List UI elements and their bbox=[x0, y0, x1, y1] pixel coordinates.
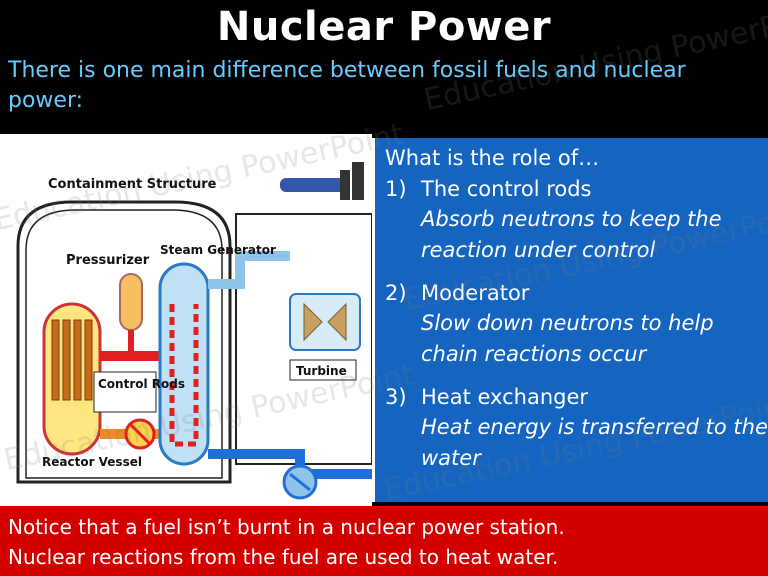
reactor-diagram: Containment Structure Pressurizer Steam … bbox=[0, 134, 372, 512]
turbine bbox=[289, 293, 361, 351]
item-term: Moderator bbox=[421, 281, 530, 305]
label-reactor-vessel: Reactor Vessel bbox=[42, 455, 142, 469]
footer-banner: Notice that a fuel isn’t burnt in a nucl… bbox=[0, 506, 768, 576]
item-number: 2) bbox=[385, 281, 407, 305]
slide-header: Nuclear Power There is one main differen… bbox=[0, 0, 768, 134]
label-pressurizer: Pressurizer bbox=[66, 253, 150, 268]
steam-generator bbox=[158, 262, 210, 466]
label-steam-generator: Steam Generator bbox=[160, 243, 276, 257]
fuel-rod bbox=[73, 319, 82, 401]
item-answer: Heat energy is transferred to the water bbox=[421, 415, 768, 470]
item-number: 3) bbox=[385, 385, 407, 409]
label-turbine: Turbine bbox=[296, 364, 347, 378]
fuel-rod bbox=[62, 319, 71, 401]
question-text: What is the role of… bbox=[385, 146, 600, 170]
item-term: The control rods bbox=[421, 177, 592, 201]
reactor-diagram-svg: Containment Structure Pressurizer Steam … bbox=[16, 162, 372, 500]
steam-line bbox=[208, 251, 290, 289]
slide-title: Nuclear Power bbox=[216, 4, 552, 50]
answer-item: 3) Heat exchanger Heat energy is transfe… bbox=[385, 382, 768, 474]
label-control-rods: Control Rods bbox=[98, 377, 185, 391]
answer-item: 1) The control rods Absorb neutrons to k… bbox=[385, 174, 768, 266]
cold-water-loop bbox=[208, 449, 372, 479]
item-number: 1) bbox=[385, 177, 407, 201]
building-icon bbox=[340, 170, 350, 200]
power-line-icon bbox=[280, 178, 350, 192]
building-icon bbox=[352, 162, 364, 200]
footer-line-2: Nuclear reactions from the fuel are used… bbox=[8, 545, 559, 569]
item-answer: Slow down neutrons to help chain reactio… bbox=[421, 311, 714, 366]
pressurizer bbox=[119, 273, 143, 331]
label-containment-structure: Containment Structure bbox=[48, 177, 217, 192]
fuel-rod bbox=[84, 319, 93, 401]
item-term: Heat exchanger bbox=[421, 385, 589, 409]
info-box: What is the role of… 1) The control rods… bbox=[372, 138, 768, 502]
answer-item: 2) Moderator Slow down neutrons to help … bbox=[385, 278, 768, 370]
fuel-rod bbox=[51, 319, 60, 401]
slide-subtitle: There is one main difference between fos… bbox=[8, 58, 686, 113]
footer-line-1: Notice that a fuel isn’t burnt in a nucl… bbox=[8, 515, 565, 539]
item-answer: Absorb neutrons to keep the reaction und… bbox=[421, 207, 722, 262]
